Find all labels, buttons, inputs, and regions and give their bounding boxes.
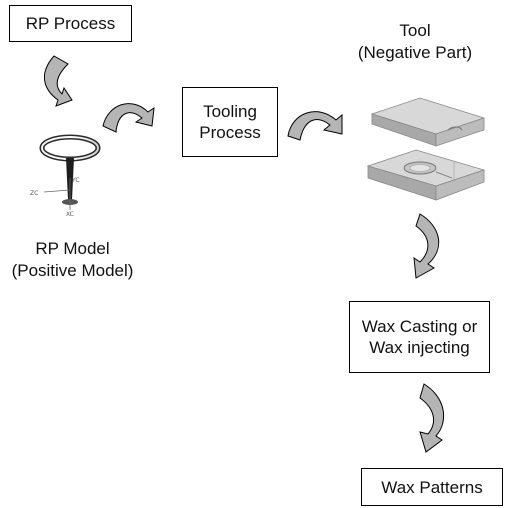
curved-arrow-right-1 <box>102 103 155 133</box>
curved-arrow-down-2 <box>413 213 440 279</box>
rp-process-text: RP Process <box>25 14 116 33</box>
tooling-process-box: Tooling Process <box>182 87 278 157</box>
rp-process-box: RP Process <box>9 5 132 42</box>
curved-arrow-down-1 <box>44 55 73 107</box>
tool-label: Tool (Negative Part) <box>335 20 495 64</box>
wax-casting-text-line1: Wax Casting or <box>361 317 478 336</box>
rp-model-label: RP Model (Positive Model) <box>0 238 145 282</box>
tool-label-line1: Tool <box>399 21 431 40</box>
tooling-process-text-line1: Tooling <box>203 102 257 121</box>
rp-model-illustration: YC ZC XC <box>30 134 101 218</box>
wax-casting-text-line2: Wax injecting <box>369 338 470 357</box>
wax-patterns-box: Wax Patterns <box>361 468 503 506</box>
tooling-process-text-line2: Process <box>199 123 261 142</box>
rp-model-label-line2: (Positive Model) <box>11 261 134 280</box>
axis-yc-label: YC <box>71 177 80 184</box>
axis-zc-label: ZC <box>30 190 38 197</box>
tool-label-line2: (Negative Part) <box>357 43 473 62</box>
rp-model-label-line1: RP Model <box>35 239 110 258</box>
tool-mold-illustration <box>366 97 486 201</box>
wax-casting-box: Wax Casting or Wax injecting <box>349 301 490 373</box>
wax-patterns-text: Wax Patterns <box>381 477 483 497</box>
curved-arrow-down-3 <box>419 383 445 453</box>
axis-xc-label: XC <box>66 211 74 218</box>
curved-arrow-right-2 <box>287 111 343 141</box>
